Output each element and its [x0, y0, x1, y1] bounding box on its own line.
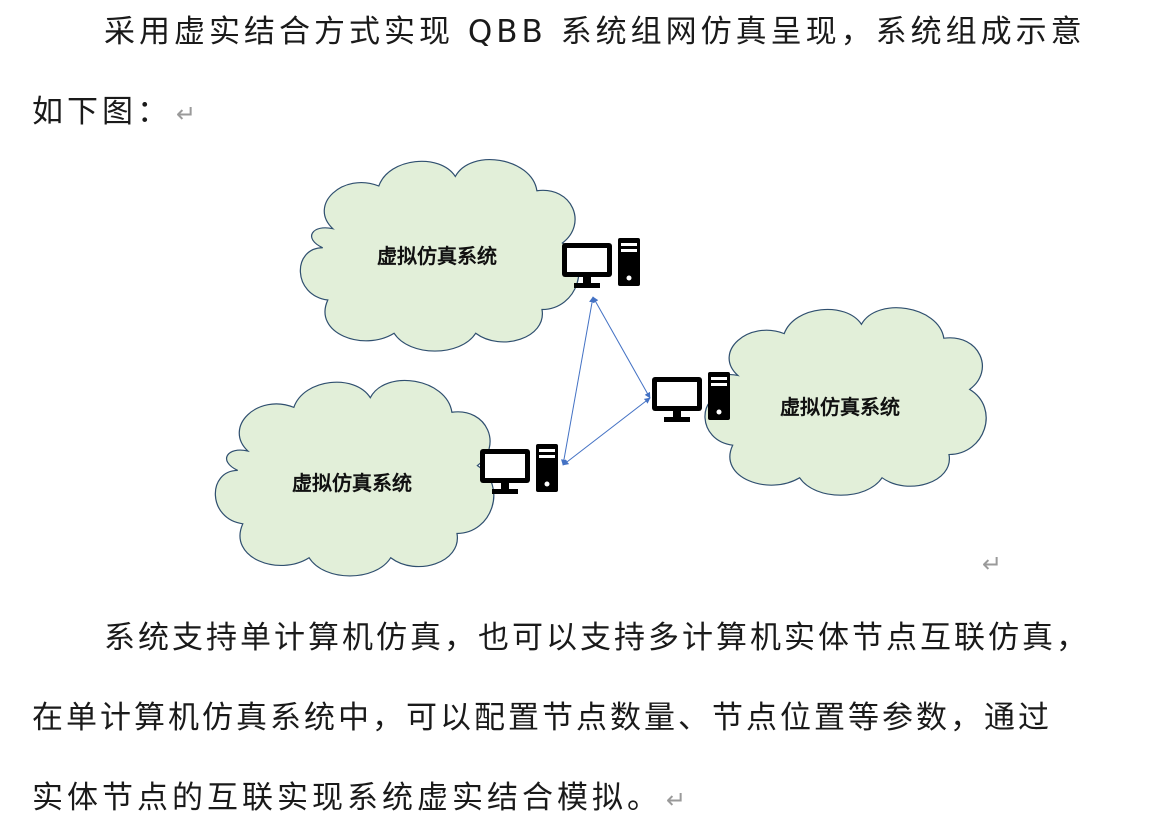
intro-paragraph-line1: 采用虚实结合方式实现 QBB 系统组网仿真呈现，系统组成示意 — [104, 12, 1086, 52]
cloud-right-label: 虚拟仿真系统 — [780, 395, 900, 419]
link-top-to-left — [560, 296, 596, 466]
paragraph-mark-icon: ↵ — [176, 100, 197, 128]
cloud-left-label: 虚拟仿真系统 — [292, 471, 412, 495]
body-paragraph-line1: 系统支持单计算机仿真，也可以支持多计算机实体节点互联仿真， — [104, 618, 1090, 658]
computer-icon — [652, 372, 730, 422]
intro-paragraph-line2: 如下图：↵ — [32, 92, 196, 134]
body-text-2: 在单计算机仿真系统中，可以配置节点数量、节点位置等参数，通过 — [32, 700, 1052, 736]
body-paragraph-line3: 实体节点的互联实现系统虚实结合模拟。↵ — [32, 778, 686, 820]
body-text-1: 系统支持单计算机仿真，也可以支持多计算机实体节点互联仿真， — [104, 620, 1090, 656]
intro-text-1: 采用虚实结合方式实现 QBB 系统组网仿真呈现，系统组成示意 — [104, 14, 1086, 50]
cloud-top-label: 虚拟仿真系统 — [377, 244, 497, 268]
paragraph-mark-icon: ↵ — [666, 786, 687, 814]
body-text-3: 实体节点的互联实现系统虚实结合模拟。 — [32, 780, 662, 816]
link-top-to-right — [592, 296, 651, 399]
link-lines — [560, 296, 651, 466]
paragraph-mark-icon: ↵ — [982, 550, 1002, 578]
link-left-to-right — [562, 397, 651, 466]
body-paragraph-line2: 在单计算机仿真系统中，可以配置节点数量、节点位置等参数，通过 — [32, 698, 1052, 738]
intro-text-2: 如下图： — [32, 94, 172, 130]
